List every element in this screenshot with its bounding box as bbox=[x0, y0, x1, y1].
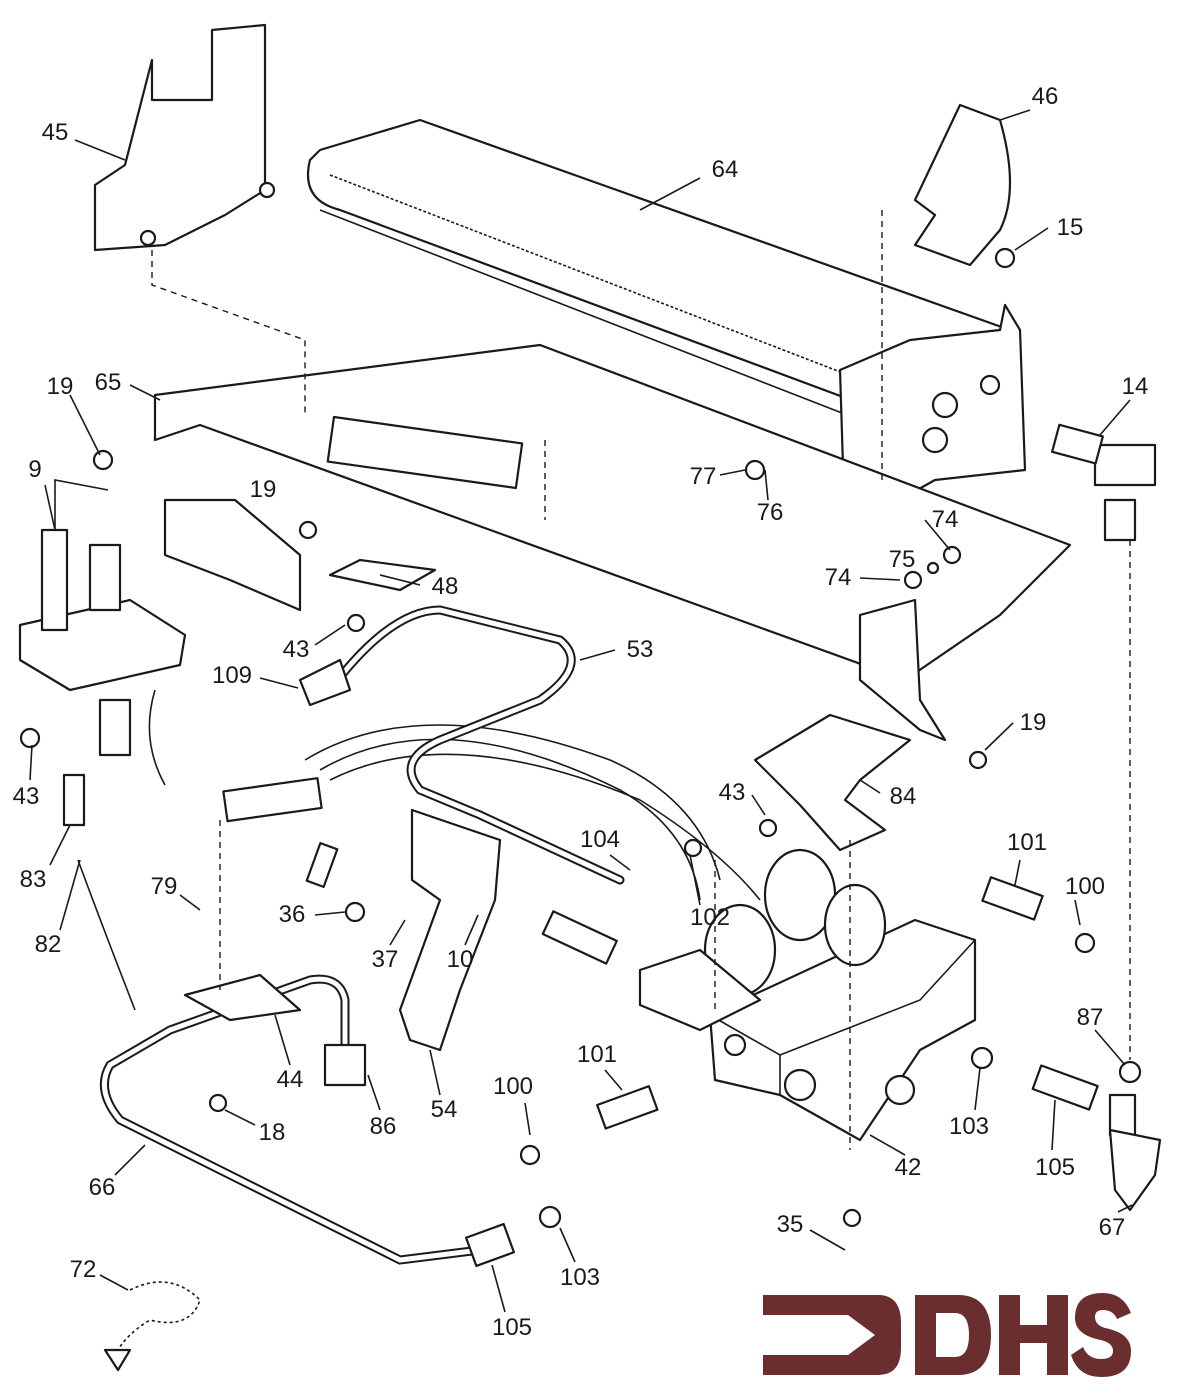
bracket-84 bbox=[753, 713, 912, 852]
part-label-66: 66 bbox=[88, 1174, 116, 1201]
part-label-101: 101 bbox=[576, 1041, 618, 1068]
part-label-36: 36 bbox=[278, 901, 306, 928]
dhs-logo-letters bbox=[915, 1293, 1131, 1377]
part-label-42: 42 bbox=[894, 1154, 922, 1181]
part-label-35: 35 bbox=[776, 1211, 804, 1238]
part-label-46: 46 bbox=[1031, 83, 1059, 110]
wire-connector bbox=[222, 777, 323, 823]
part-label-9: 9 bbox=[28, 456, 42, 483]
part-label-19: 19 bbox=[1019, 709, 1047, 736]
part-label-64: 64 bbox=[711, 156, 739, 183]
part-label-44: 44 bbox=[276, 1066, 304, 1093]
part-label-67: 67 bbox=[1098, 1214, 1126, 1241]
part-label-74: 74 bbox=[931, 506, 959, 533]
part-label-105: 105 bbox=[491, 1314, 533, 1341]
part-label-86: 86 bbox=[369, 1113, 397, 1140]
part-label-48: 48 bbox=[431, 573, 459, 600]
part-label-37: 37 bbox=[371, 946, 399, 973]
bracket-46 bbox=[913, 103, 1012, 267]
part-label-76: 76 bbox=[756, 499, 784, 526]
part-label-18: 18 bbox=[258, 1119, 286, 1146]
part-label-79: 79 bbox=[150, 873, 178, 900]
part-label-15: 15 bbox=[1056, 214, 1084, 241]
part-label-84: 84 bbox=[889, 783, 917, 810]
part-label-10: 10 bbox=[446, 946, 474, 973]
part-label-83: 83 bbox=[19, 866, 47, 893]
part-label-74: 74 bbox=[824, 564, 852, 591]
part-label-54: 54 bbox=[430, 1096, 458, 1123]
part-label-14: 14 bbox=[1121, 373, 1149, 400]
part-label-102: 102 bbox=[689, 904, 731, 931]
part-label-19: 19 bbox=[249, 476, 277, 503]
part-label-43: 43 bbox=[12, 783, 40, 810]
part-label-43: 43 bbox=[718, 779, 746, 806]
dhs-logo bbox=[763, 1293, 1131, 1377]
bracket-54 bbox=[398, 808, 502, 1052]
chain-72 bbox=[114, 1281, 201, 1356]
part-label-109: 109 bbox=[211, 662, 253, 689]
leader-lines bbox=[29, 109, 1133, 1313]
part-label-45: 45 bbox=[41, 119, 69, 146]
part-label-43: 43 bbox=[282, 636, 310, 663]
part-label-72: 72 bbox=[69, 1256, 97, 1283]
part-label-103: 103 bbox=[948, 1113, 990, 1140]
bracket-45 bbox=[93, 23, 267, 252]
part-label-104: 104 bbox=[579, 826, 621, 853]
part-label-87: 87 bbox=[1076, 1004, 1104, 1031]
part-label-75: 75 bbox=[888, 546, 916, 573]
part-label-65: 65 bbox=[94, 369, 122, 396]
part-label-100: 100 bbox=[492, 1073, 534, 1100]
part-label-101: 101 bbox=[1006, 829, 1048, 856]
screws bbox=[19, 247, 1096, 1228]
part-label-53: 53 bbox=[626, 636, 654, 663]
part-label-77: 77 bbox=[689, 463, 717, 490]
dhs-logo-arrow bbox=[763, 1295, 901, 1375]
bracket-48 bbox=[163, 498, 302, 612]
part-label-103: 103 bbox=[559, 1264, 601, 1291]
part-label-105: 105 bbox=[1034, 1154, 1076, 1181]
part-label-82: 82 bbox=[34, 931, 62, 958]
part-label-100: 100 bbox=[1064, 873, 1106, 900]
part-label-19: 19 bbox=[46, 373, 74, 400]
